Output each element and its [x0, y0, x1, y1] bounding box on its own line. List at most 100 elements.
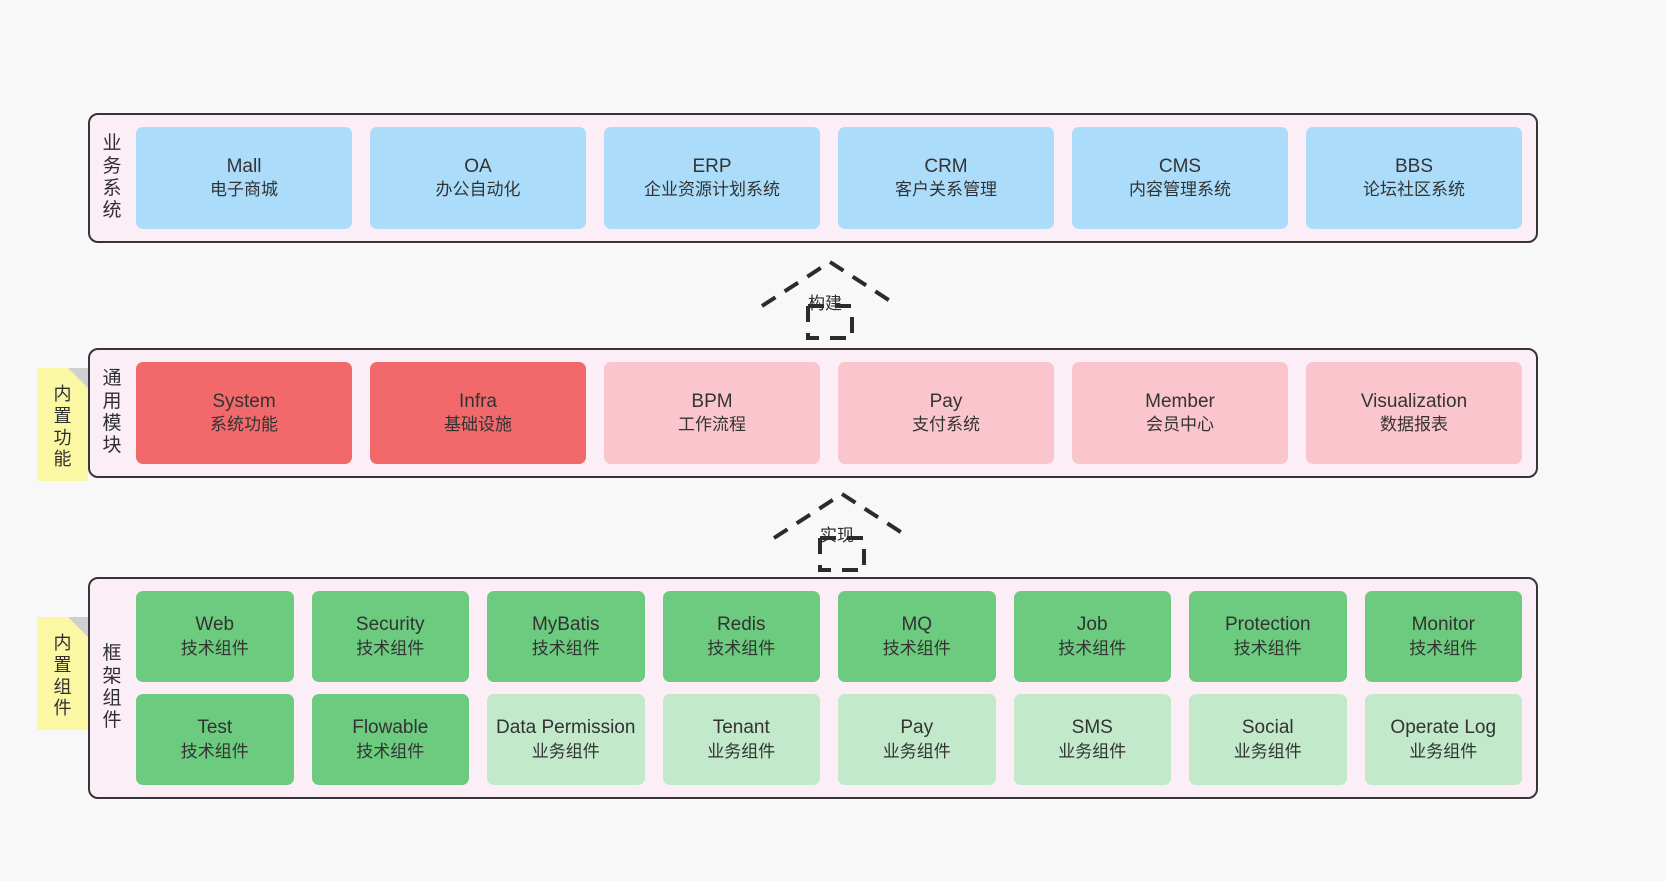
card-title-en: Test — [197, 717, 233, 739]
layer-title-char: 统 — [102, 200, 122, 222]
card-title-en: BBS — [1394, 155, 1434, 177]
layer-title-char: 系 — [102, 178, 122, 199]
card-cms[interactable]: CMS 内容管理系统 — [1072, 127, 1288, 229]
card-title-cn: 业务组件 — [1058, 741, 1127, 761]
card-title-cn: 论坛社区系统 — [1363, 180, 1465, 200]
arrow-label-implement: 实现 — [820, 526, 854, 545]
layer-card-area: System 系统功能 Infra 基础设施 BPM 工作流程 Pay 支付系统… — [134, 350, 1536, 476]
card-member[interactable]: Member 会员中心 — [1072, 362, 1288, 464]
card-job[interactable]: Job 技术组件 — [1013, 591, 1171, 682]
note-char: 置 — [53, 654, 72, 675]
card-data-permission[interactable]: Data Permission 业务组件 — [487, 694, 645, 785]
card-title-cn: 业务组件 — [1233, 741, 1302, 761]
card-tenant[interactable]: Tenant 业务组件 — [662, 694, 820, 785]
card-title-cn: 技术组件 — [356, 638, 425, 658]
card-erp[interactable]: ERP 企业资源计划系统 — [604, 127, 820, 229]
card-title-en: Protection — [1224, 614, 1311, 636]
generalization-arrow-icon — [760, 259, 900, 340]
card-title-cn: 电子商城 — [210, 180, 278, 200]
card-title-en: System — [212, 390, 276, 412]
card-security[interactable]: Security 技术组件 — [311, 591, 469, 682]
card-title-cn: 技术组件 — [1058, 638, 1127, 658]
arrow-build: 构建 — [760, 258, 900, 340]
card-title-en: CMS — [1158, 155, 1202, 177]
card-row: Test 技术组件 Flowable 技术组件 Data Permission … — [136, 694, 1522, 785]
note-char: 件 — [53, 698, 72, 719]
card-title-en: Infra — [458, 390, 498, 412]
card-monitor[interactable]: Monitor 技术组件 — [1364, 591, 1522, 682]
layer-title-char: 架 — [102, 665, 122, 687]
card-mq[interactable]: MQ 技术组件 — [838, 591, 996, 682]
card-title-cn: 技术组件 — [180, 638, 249, 658]
card-title-cn: 技术组件 — [1409, 638, 1478, 658]
card-title-en: Flowable — [352, 717, 429, 739]
layer-title-char: 通 — [102, 368, 122, 390]
card-operate-log[interactable]: Operate Log 业务组件 — [1364, 694, 1522, 785]
card-title-en: Job — [1076, 614, 1108, 636]
layer-title-char: 件 — [102, 710, 122, 732]
layer-common-modules: 通 用 模 块 System 系统功能 Infra 基础设施 BPM 工作流程 … — [88, 348, 1538, 478]
card-bpm[interactable]: BPM 工作流程 — [604, 362, 820, 464]
card-protection[interactable]: Protection 技术组件 — [1189, 591, 1347, 682]
generalization-arrow-icon — [772, 491, 912, 572]
layer-title-char: 务 — [102, 155, 122, 177]
arrow-label-build: 构建 — [808, 294, 842, 313]
note-char: 内 — [53, 633, 72, 654]
card-title-cn: 基础设施 — [444, 415, 512, 435]
note-char: 能 — [53, 449, 72, 470]
card-title-cn: 数据报表 — [1380, 415, 1448, 435]
card-title-en: Web — [195, 614, 235, 636]
card-title-en: Data Permission — [496, 717, 636, 739]
card-system[interactable]: System 系统功能 — [136, 362, 352, 464]
layer-title-business-system: 业 务 系 统 — [90, 115, 134, 241]
card-social[interactable]: Social 业务组件 — [1189, 694, 1347, 785]
card-title-cn: 业务组件 — [1409, 741, 1478, 761]
layer-card-area: Mall 电子商城 OA 办公自动化 ERP 企业资源计划系统 CRM 客户关系… — [134, 115, 1536, 241]
card-title-cn: 技术组件 — [356, 741, 425, 761]
card-crm[interactable]: CRM 客户关系管理 — [838, 127, 1054, 229]
card-title-en: Member — [1145, 390, 1215, 412]
layer-title-char: 组 — [102, 688, 122, 709]
card-web[interactable]: Web 技术组件 — [136, 591, 294, 682]
note-char: 组 — [53, 676, 72, 697]
card-title-en: Social — [1241, 717, 1294, 739]
card-oa[interactable]: OA 办公自动化 — [370, 127, 586, 229]
card-title-en: Mall — [226, 155, 262, 177]
card-title-en: CRM — [924, 155, 968, 177]
card-pay-component[interactable]: Pay 业务组件 — [838, 694, 996, 785]
card-title-cn: 办公自动化 — [435, 180, 521, 200]
card-title-en: ERP — [692, 155, 732, 177]
card-visualization[interactable]: Visualization 数据报表 — [1306, 362, 1522, 464]
layer-title-common-modules: 通 用 模 块 — [90, 350, 134, 476]
card-title-cn: 业务组件 — [707, 741, 776, 761]
card-redis[interactable]: Redis 技术组件 — [662, 591, 820, 682]
layer-title-char: 块 — [102, 435, 122, 457]
card-title-en: Redis — [716, 614, 766, 636]
layer-title-char: 用 — [102, 390, 122, 412]
card-title-cn: 技术组件 — [531, 638, 600, 658]
card-test[interactable]: Test 技术组件 — [136, 694, 294, 785]
card-title-cn: 系统功能 — [210, 415, 278, 435]
card-title-cn: 工作流程 — [678, 415, 746, 435]
card-title-cn: 技术组件 — [882, 638, 951, 658]
card-bbs[interactable]: BBS 论坛社区系统 — [1306, 127, 1522, 229]
card-sms[interactable]: SMS 业务组件 — [1013, 694, 1171, 785]
card-mall[interactable]: Mall 电子商城 — [136, 127, 352, 229]
card-mybatis[interactable]: MyBatis 技术组件 — [487, 591, 645, 682]
card-title-cn: 企业资源计划系统 — [644, 180, 780, 200]
note-fold-corner-icon — [68, 368, 88, 388]
layer-title-char: 模 — [102, 413, 122, 434]
layer-title-char: 业 — [102, 133, 122, 155]
card-row: Web 技术组件 Security 技术组件 MyBatis 技术组件 Redi… — [136, 591, 1522, 682]
card-title-cn: 技术组件 — [1233, 638, 1302, 658]
card-pay-module[interactable]: Pay 支付系统 — [838, 362, 1054, 464]
card-row: System 系统功能 Infra 基础设施 BPM 工作流程 Pay 支付系统… — [136, 362, 1522, 464]
card-flowable[interactable]: Flowable 技术组件 — [311, 694, 469, 785]
card-row: Mall 电子商城 OA 办公自动化 ERP 企业资源计划系统 CRM 客户关系… — [136, 127, 1522, 229]
card-title-en: Visualization — [1360, 390, 1468, 412]
card-title-en: Pay — [929, 390, 963, 412]
note-char: 功 — [53, 427, 72, 448]
card-title-cn: 技术组件 — [180, 741, 249, 761]
note-char: 内 — [53, 384, 72, 405]
card-infra[interactable]: Infra 基础设施 — [370, 362, 586, 464]
